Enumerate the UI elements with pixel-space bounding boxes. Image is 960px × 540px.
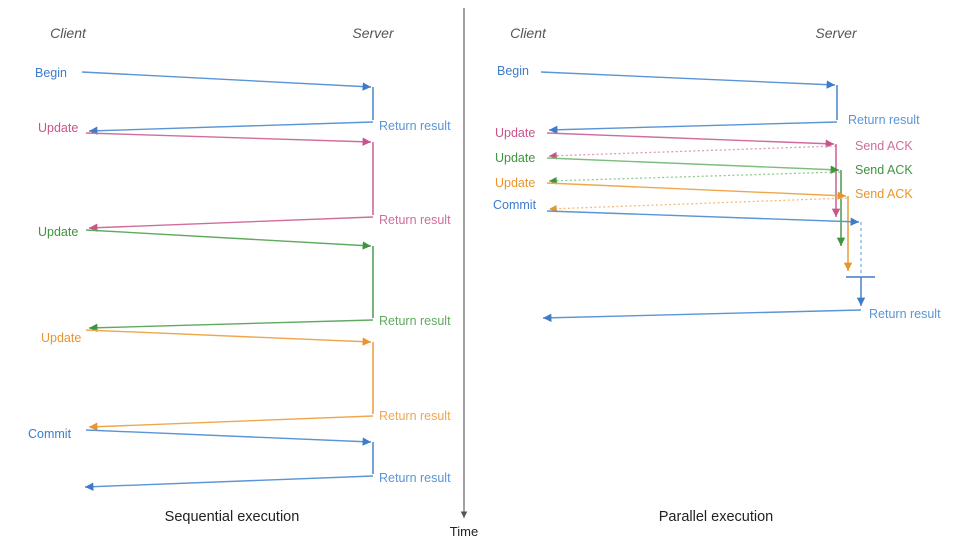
message-commit-right [542,210,875,322]
arrow-commit-request-right [546,210,860,226]
arrow-commit-request [85,429,372,446]
label-update-orange-left: Update [41,331,81,345]
arrow-begin-request [81,71,372,91]
caption-sequential: Sequential execution [165,509,300,525]
arrow-begin-response [88,121,374,135]
arrow-begin-request-right [540,71,836,89]
arrow-update-green-request [85,229,372,250]
label-ack-orange: Send ACK [855,187,913,201]
arrow-update-pink-request-right [546,132,835,148]
arrow-update-pink-response [88,216,374,232]
label-update-orange-right: Update [495,176,535,190]
message-commit-left [84,429,374,491]
arrow-commit-response-right [542,309,862,322]
panel-sequential: Client Server Begin Return result Update… [28,25,451,525]
arrow-update-orange-request [85,329,372,346]
message-update-green-right [546,157,846,246]
label-return-blue-1-left: Return result [379,119,451,133]
message-update-pink-left [85,132,374,232]
message-update-pink-right [546,132,841,217]
label-ack-pink: Send ACK [855,139,913,153]
arrow-update-orange-request-right [546,182,847,200]
label-commit-right: Commit [493,198,537,212]
label-return-pink-left: Return result [379,213,451,227]
label-update-pink-left: Update [38,121,78,135]
panel-parallel: Client Server Begin Return result Update… [493,25,941,525]
label-return-green-left: Return result [379,314,451,328]
label-begin-right: Begin [497,64,529,78]
message-begin-right [540,71,838,134]
label-update-green-left: Update [38,225,78,239]
message-update-orange-left [85,329,374,431]
arrow-begin-response-right [548,121,838,134]
arrow-ack-pink-dotted [548,145,837,160]
arrow-update-green-response [88,319,374,332]
label-update-green-right: Update [495,151,535,165]
label-return-blue-1-right: Return result [848,113,920,127]
label-ack-green: Send ACK [855,163,913,177]
arrow-commit-response [84,475,374,491]
actor-server-label-left: Server [352,25,395,41]
message-begin-left [81,71,374,135]
label-return-orange-left: Return result [379,409,451,423]
arrow-ack-green-dotted [548,171,841,185]
message-update-green-left [85,229,374,332]
message-update-orange-right [546,182,853,271]
arrow-update-orange-response [88,415,374,431]
actor-client-label-right: Client [510,25,547,41]
arrow-ack-orange-dotted [548,197,848,213]
time-axis-label: Time [450,524,478,539]
arrow-update-green-request-right [546,157,840,174]
label-return-blue-2-right: Return result [869,307,941,321]
label-update-pink-right: Update [495,126,535,140]
caption-parallel: Parallel execution [659,509,773,525]
label-begin-left: Begin [35,66,67,80]
actor-server-label-right: Server [815,25,858,41]
label-commit-left: Commit [28,427,72,441]
actor-client-label-left: Client [50,25,87,41]
arrow-update-pink-request [85,132,372,146]
label-return-blue-2-left: Return result [379,471,451,485]
